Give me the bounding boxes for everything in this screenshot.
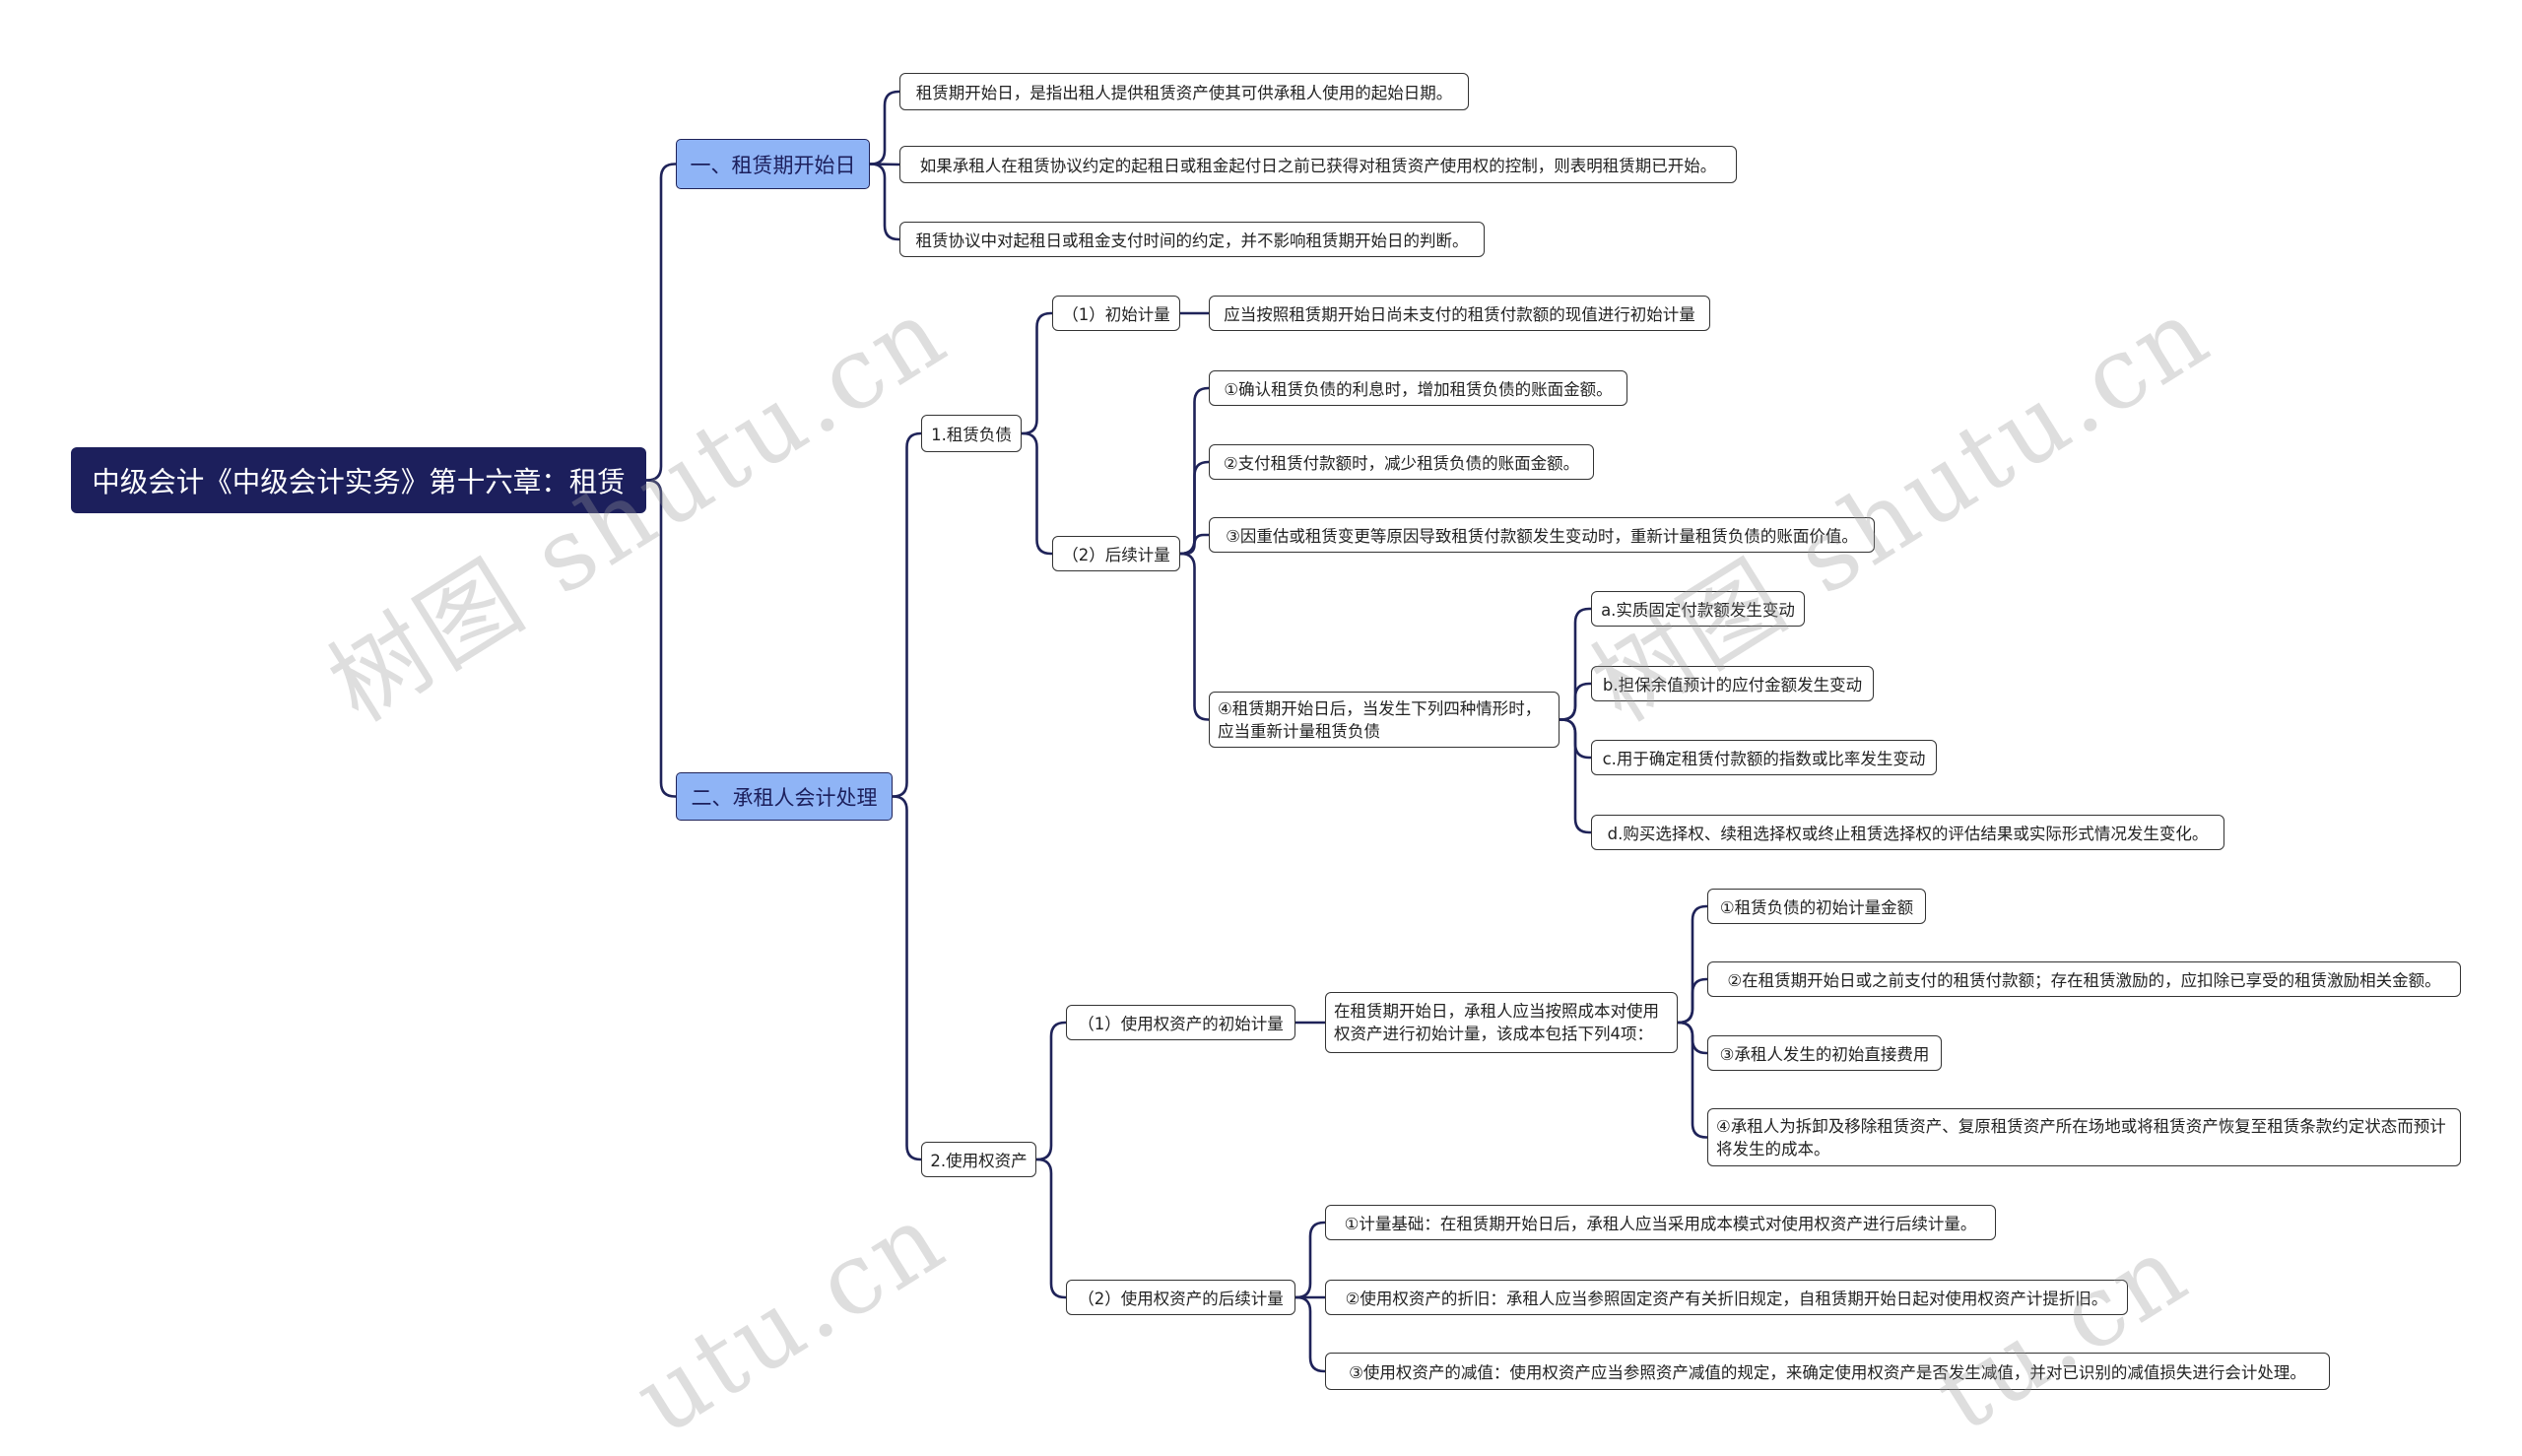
cost-item-restoration-costs: ④承租人为拆卸及移除租赁资产、复原租赁资产所在场地或将租赁资产恢复至租赁条款约定… (1707, 1108, 2461, 1166)
connector-line (891, 795, 923, 1161)
rou-subsequent-measurement: （2）使用权资产的后续计量 (1066, 1280, 1295, 1315)
connector-line (1558, 682, 1593, 721)
note-payment-decreases-liability: ②支付租赁付款额时，减少租赁负债的账面金额。 (1209, 444, 1594, 480)
connector-line (868, 90, 901, 165)
subsequent-item-cost-model: ①计量基础：在租赁期开始日后，承租人应当采用成本模式对使用权资产进行后续计量。 (1325, 1205, 1996, 1240)
connector-line (1034, 1158, 1068, 1299)
connector-line (1034, 1021, 1068, 1161)
connector-line (1558, 718, 1593, 834)
subtopic-right-of-use-asset: 2.使用权资产 (921, 1142, 1036, 1177)
note-payment-terms-irrelevant: 租赁协议中对起租日或租金支付时间的约定，并不影响租赁期开始日的判断。 (899, 222, 1485, 257)
note-remeasure-four-cases: ④租赁期开始日后，当发生下列四种情形时，应当重新计量租赁负债 (1209, 692, 1560, 748)
connector-line (1294, 1221, 1327, 1299)
note-commencement-definition: 租赁期开始日，是指出租人提供租赁资产使其可供承租人使用的起始日期。 (899, 73, 1469, 110)
connector-line (1178, 552, 1211, 721)
case-b-residual-value-guarantee: b.担保余值预计的应付金额发生变动 (1591, 666, 1874, 701)
case-d-option-assessment: d.购买选择权、续租选择权或终止租赁选择权的评估结果或实际形式情况发生变化。 (1591, 815, 2224, 850)
connector-line (1020, 431, 1054, 556)
cost-item-initial-direct-costs: ③承租人发生的初始直接费用 (1707, 1035, 1942, 1071)
connector-line (644, 163, 678, 482)
lease-liability-subsequent-measurement: （2）后续计量 (1052, 536, 1180, 571)
note-present-value-measurement: 应当按照租赁期开始日尚未支付的租赁付款额的现值进行初始计量 (1209, 296, 1710, 331)
connector-line (1294, 1295, 1327, 1373)
connector-line (1020, 311, 1054, 435)
case-a-fixed-payments: a.实质固定付款额发生变动 (1591, 591, 1805, 627)
note-interest-increases-liability: ①确认租赁负债的利息时，增加租赁负债的账面金额。 (1209, 370, 1627, 406)
topic-lease-commencement-date: 一、租赁期开始日 (676, 139, 870, 189)
connector-line (1676, 1021, 1709, 1139)
rou-initial-measurement: （1）使用权资产的初始计量 (1066, 1005, 1295, 1040)
subsequent-item-depreciation: ②使用权资产的折旧：承租人应当参照固定资产有关折旧规定，自租赁期开始日起对使用权… (1325, 1280, 2128, 1315)
connector-line (868, 163, 901, 241)
subtopic-lease-liability: 1.租赁负债 (921, 415, 1022, 452)
subsequent-item-impairment: ③使用权资产的减值：使用权资产应当参照资产减值的规定，来确定使用权资产是否发生减… (1325, 1353, 2330, 1390)
connector-line (1676, 977, 1709, 1025)
lease-liability-initial-measurement: （1）初始计量 (1052, 296, 1180, 331)
note-control-obtained-early: 如果承租人在租赁协议约定的起租日或租金起付日之前已获得对租赁资产使用权的控制，则… (899, 146, 1737, 183)
connector-line (1178, 533, 1211, 556)
note-remeasure-on-change: ③因重估或租赁变更等原因导致租赁付款额发生变动时，重新计量租赁负债的账面价值。 (1209, 517, 1875, 553)
case-c-index-or-rate: c.用于确定租赁付款额的指数或比率发生变动 (1591, 740, 1937, 775)
topic-lessee-accounting: 二、承租人会计处理 (676, 772, 893, 821)
connector-line (644, 479, 678, 798)
cost-item-prepaid-payments: ②在租赁期开始日或之前支付的租赁付款额；存在租赁激励的，应扣除已享受的租赁激励相… (1707, 961, 2461, 997)
root-topic: 中级会计《中级会计实务》第十六章：租赁 (71, 447, 646, 513)
cost-item-initial-liability: ①租赁负债的初始计量金额 (1707, 889, 1926, 924)
note-rou-cost-components: 在租赁期开始日，承租人应当按照成本对使用权资产进行初始计量，该成本包括下列4项： (1325, 992, 1678, 1053)
connector-line (891, 431, 923, 798)
